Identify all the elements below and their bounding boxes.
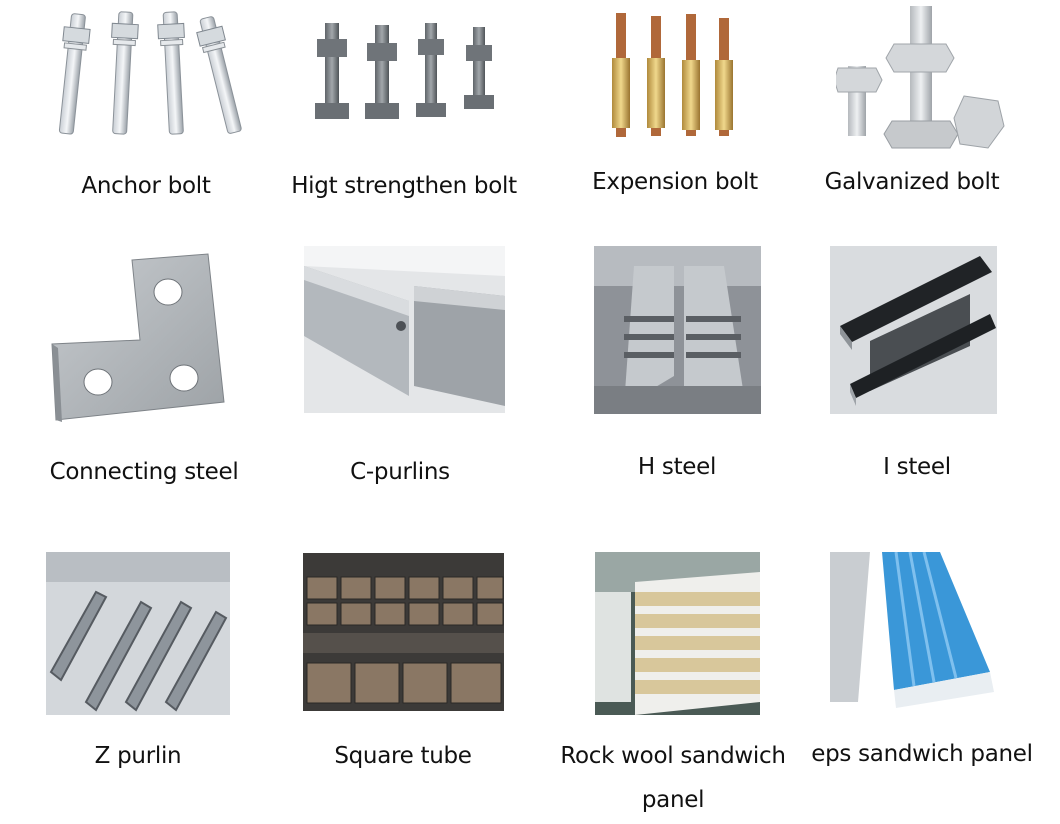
expansion-bolt-photo [606,8,751,140]
product-label: Square tube [334,743,472,769]
z-purlin-photo [46,552,230,715]
rock-wool-panel-photo [595,552,760,715]
product-label: C-purlins [350,459,450,485]
product-label: Galvanized bolt [824,169,1000,195]
high-strength-bolt-photo [305,15,505,125]
product-label: Rock wool sandwich panel [560,743,786,813]
square-tube-photo [303,553,504,711]
product-label: Expension bolt [592,169,758,195]
product-label: H steel [637,454,717,480]
product-label: Anchor bolt [81,173,211,199]
product-label: Higt strengthen bolt [291,173,517,199]
anchor-bolt-photo [44,8,244,143]
connecting-plate-photo [48,252,228,422]
c-purlin-photo [304,246,505,413]
product-label: Z purlin [94,743,182,769]
product-label: Connecting steel [49,459,239,485]
i-steel-photo [830,246,997,414]
h-steel-photo [594,246,761,414]
eps-panel-photo [830,552,1002,715]
product-label: eps sandwich panel [811,741,1033,767]
galvanized-bolt-photo [836,6,1008,161]
product-label: I steel [883,454,951,480]
